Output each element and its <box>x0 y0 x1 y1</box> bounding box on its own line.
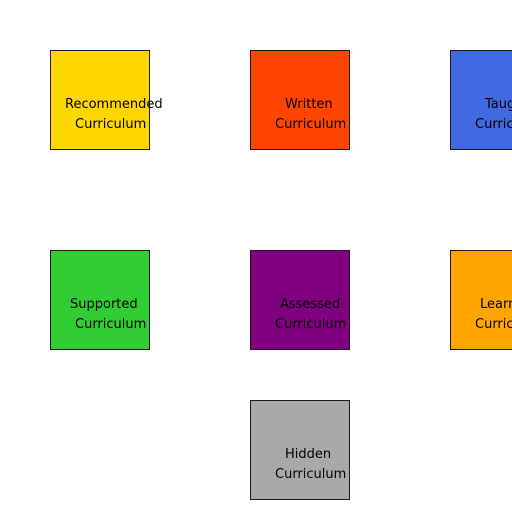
written-curriculum-label-line2: Curriculum <box>275 117 347 132</box>
hidden-curriculum-box <box>250 400 350 500</box>
written-curriculum-label-line1: Written <box>285 97 333 112</box>
recommended-curriculum-label-line1: Recommended <box>65 97 163 112</box>
assessed-curriculum-label-line2: Curriculum <box>275 317 347 332</box>
supported-curriculum-label-line1: Supported <box>70 297 138 312</box>
assessed-curriculum-label-line1: Assessed <box>280 297 341 312</box>
taught-curriculum-label-line2: Curriculum <box>475 117 512 132</box>
learned-curriculum-box <box>450 250 512 350</box>
hidden-curriculum-label-line1: Hidden <box>285 447 332 462</box>
recommended-curriculum-box <box>50 50 150 150</box>
learned-curriculum-label-line2: Curriculum <box>475 317 512 332</box>
learned-curriculum-label-line1: Learned <box>480 297 512 312</box>
supported-curriculum-box <box>50 250 150 350</box>
taught-curriculum-label-line1: Taught <box>485 97 512 112</box>
taught-curriculum-box <box>450 50 512 150</box>
hidden-curriculum-label-line2: Curriculum <box>275 467 347 482</box>
supported-curriculum-label-line2: Curriculum <box>75 317 147 332</box>
recommended-curriculum-label-line2: Curriculum <box>75 117 147 132</box>
written-curriculum-box <box>250 50 350 150</box>
assessed-curriculum-box <box>250 250 350 350</box>
